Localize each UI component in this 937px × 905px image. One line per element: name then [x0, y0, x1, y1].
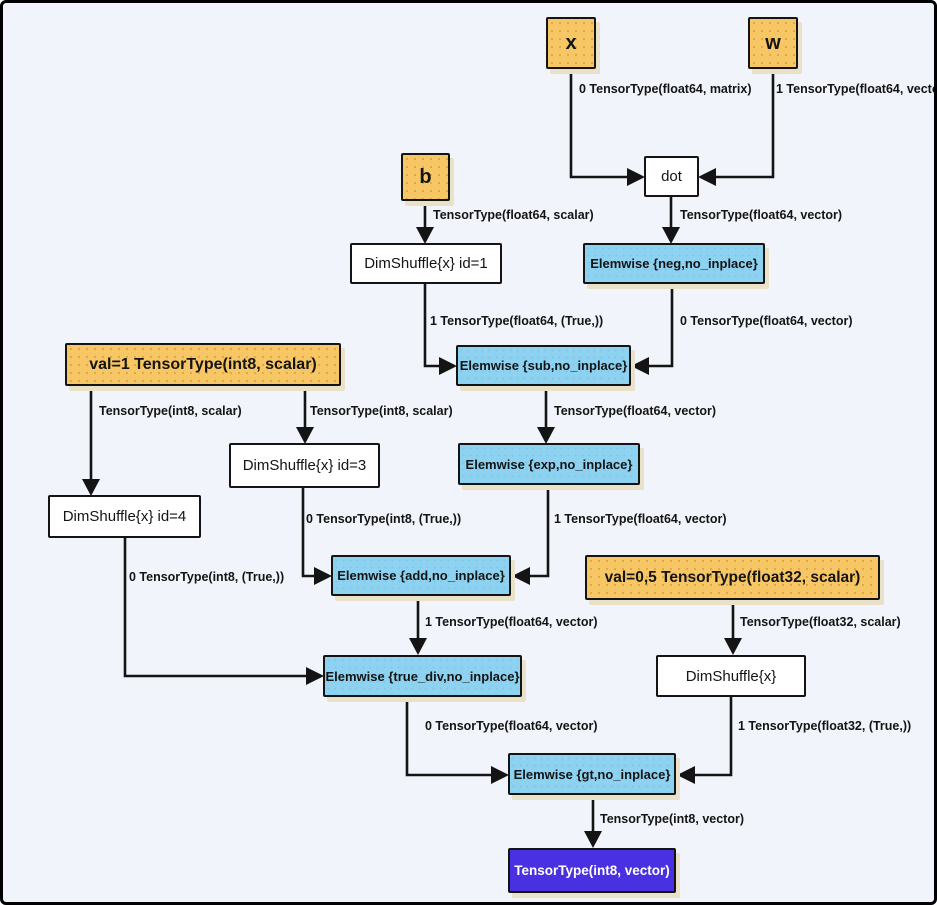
edge-label-dimshuffle4-to-true-div: 0 TensorType(int8, (True,)) — [129, 570, 285, 584]
edge-label-true-div-to-gt: 0 TensorType(float64, vector) — [425, 719, 598, 733]
node-dimshuffle-x: DimShuffle{x} — [656, 655, 806, 697]
edge-dot-to-neg — [662, 197, 680, 244]
node-dot-op: dot — [644, 156, 699, 197]
edge-true-div-to-gt — [405, 697, 509, 784]
edge-dimshuffle3-to-add — [301, 488, 332, 585]
edge-label-exp-to-add: 1 TensorType(float64, vector) — [554, 512, 727, 526]
edge-label-gt-to-output: TensorType(int8, vector) — [600, 812, 745, 826]
node-dimshuffle-id3: DimShuffle{x} id=3 — [229, 443, 380, 488]
edge-label-sub-to-exp: TensorType(float64, vector) — [554, 404, 717, 418]
node-elemwise-add: Elemwise {add,no_inplace} — [331, 555, 511, 596]
node-elemwise-true-div: Elemwise {true_div,no_inplace} — [323, 655, 522, 697]
edge-label-dimshuffle3-to-add: 0 TensorType(int8, (True,)) — [306, 512, 462, 526]
edge-gt-to-output — [584, 795, 602, 848]
edge-label-dot-to-neg: TensorType(float64, vector) — [680, 208, 843, 222]
node-output-tensortype: TensorType(int8, vector) — [508, 848, 676, 893]
edge-val1-to-dimshuffle3 — [296, 386, 314, 444]
edge-label-val1-to-dimshuffle3: TensorType(int8, scalar) — [310, 404, 453, 418]
edge-label-b-to-dimshuffle1: TensorType(float64, scalar) — [433, 208, 594, 222]
edge-label-dimshuffle-to-gt: 1 TensorType(float32, (True,)) — [738, 719, 912, 733]
node-dimshuffle-id4: DimShuffle{x} id=4 — [48, 495, 201, 538]
edge-label-neg-to-sub: 0 TensorType(float64, vector) — [680, 314, 853, 328]
edge-x-to-dot — [569, 69, 645, 186]
edge-dimshuffle-to-gt — [677, 697, 733, 784]
edge-label-x-to-dot: 0 TensorType(float64, matrix) — [579, 82, 752, 96]
edge-exp-to-add — [512, 485, 550, 585]
node-elemwise-gt: Elemwise {gt,no_inplace} — [508, 753, 676, 795]
edge-label-dimshuffle1-to-sub: 1 TensorType(float64, (True,)) — [430, 314, 604, 328]
node-const-val05: val=0,5 TensorType(float32, scalar) — [585, 555, 880, 600]
node-elemwise-neg: Elemwise {neg,no_inplace} — [583, 243, 765, 284]
edge-label-add-to-true-div: 1 TensorType(float64, vector) — [425, 615, 598, 629]
edge-val05-to-dimshuffle — [724, 600, 742, 655]
node-input-w: w — [748, 17, 798, 69]
node-elemwise-exp: Elemwise {exp,no_inplace} — [458, 443, 640, 485]
edge-b-to-dimshuffle1 — [416, 201, 434, 244]
edge-label-val05-to-dimshuffle: TensorType(float32, scalar) — [740, 615, 901, 629]
graph-edges-layer — [82, 69, 775, 848]
edge-neg-to-sub — [631, 284, 674, 375]
edge-sub-to-exp — [537, 386, 555, 444]
node-dimshuffle-id1: DimShuffle{x} id=1 — [350, 243, 502, 284]
edge-add-to-true-div — [409, 596, 427, 655]
edge-dimshuffle4-to-true-div — [123, 538, 324, 685]
edge-label-w-to-dot: 1 TensorType(float64, vector) — [776, 82, 937, 96]
node-input-b: b — [401, 153, 450, 201]
node-input-x: x — [546, 17, 596, 69]
edge-label-val1-to-dimshuffle4: TensorType(int8, scalar) — [99, 404, 242, 418]
edge-w-to-dot — [698, 69, 775, 186]
edge-dimshuffle1-to-sub — [423, 284, 457, 375]
node-const-val1: val=1 TensorType(int8, scalar) — [65, 343, 341, 386]
edge-val1-to-dimshuffle4 — [82, 386, 100, 496]
node-elemwise-sub: Elemwise {sub,no_inplace} — [456, 345, 631, 386]
